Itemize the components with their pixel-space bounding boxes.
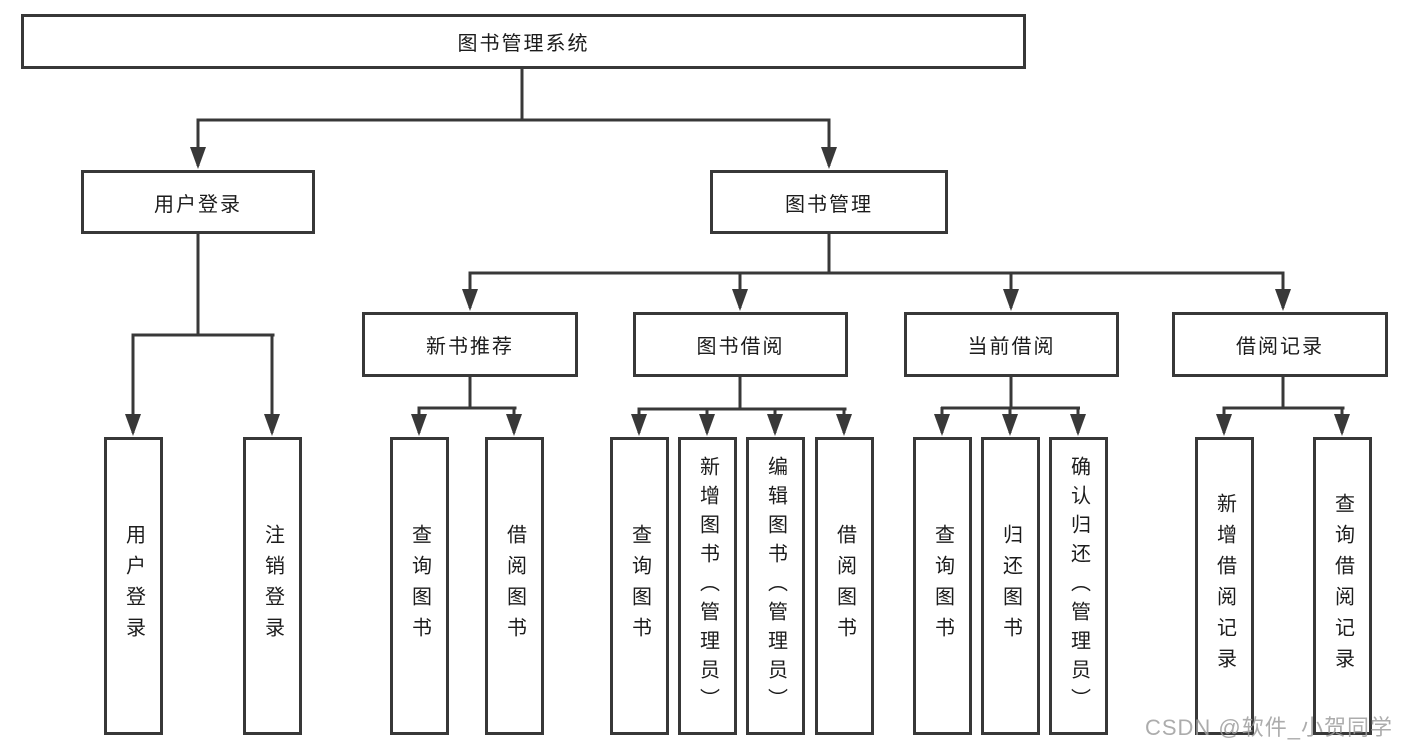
leaf-query-borrow-record: 查询借阅记录 (1313, 437, 1372, 735)
node-root: 图书管理系统 (21, 14, 1026, 69)
leaf-query-books-current: 查询图书 (913, 437, 972, 735)
leaf-query-books-borrow: 查询图书 (610, 437, 669, 735)
connector-root-to-level2 (190, 68, 837, 169)
connector-user-login-branch (125, 233, 280, 436)
leaf-query-books-newrec: 查询图书 (390, 437, 449, 735)
leaf-borrow-books-newrec: 借阅图书 (485, 437, 544, 735)
leaf-confirm-return-admin: 确认归还（管理员） (1049, 437, 1108, 735)
node-borrow-records: 借阅记录 (1172, 312, 1388, 377)
leaf-add-books-admin: 新增图书（管理员） (678, 437, 737, 735)
node-book-borrow: 图书借阅 (633, 312, 848, 377)
leaf-user-login: 用户登录 (104, 437, 163, 735)
leaf-borrow-books: 借阅图书 (815, 437, 874, 735)
connector-current-borrow-branch (934, 377, 1086, 436)
leaf-return-books: 归还图书 (981, 437, 1040, 735)
leaf-logout: 注销登录 (243, 437, 302, 735)
node-user-login: 用户登录 (81, 170, 315, 234)
watermark: CSDN @软件_小贺同学 (1144, 715, 1393, 740)
node-current-borrow: 当前借阅 (904, 312, 1119, 377)
leaf-add-borrow-record: 新增借阅记录 (1195, 437, 1254, 735)
leaf-edit-books-admin: 编辑图书（管理员） (746, 437, 805, 735)
node-new-book-recommend: 新书推荐 (362, 312, 578, 377)
connector-book-borrow-branch (631, 377, 852, 436)
node-book-management: 图书管理 (710, 170, 948, 234)
connector-borrow-records-branch (1216, 377, 1350, 436)
connector-new-book-branch (411, 377, 522, 436)
connector-book-management-branch (462, 233, 1291, 311)
